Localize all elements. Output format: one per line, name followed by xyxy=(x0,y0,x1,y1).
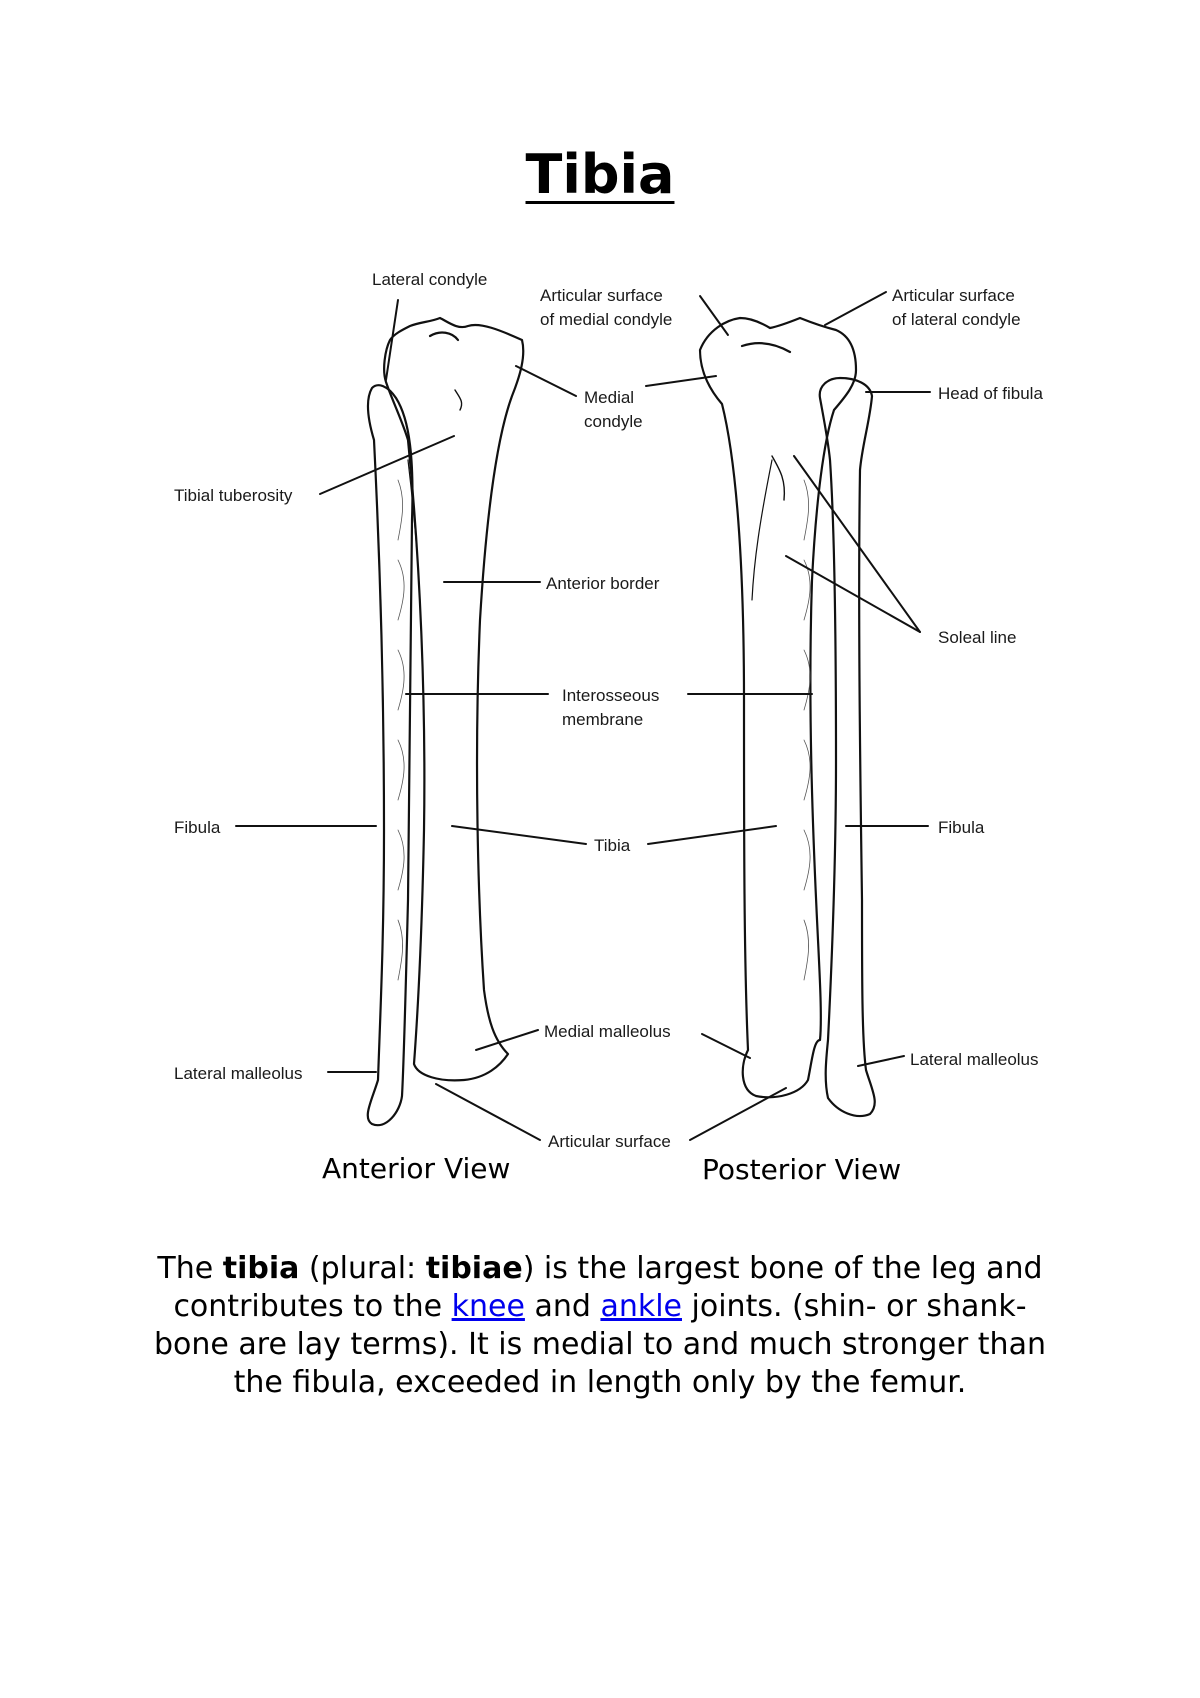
term-tibia: tibia xyxy=(222,1251,300,1286)
label-medial-condyle: Medial condyle xyxy=(584,388,643,431)
anterior-fibula xyxy=(366,384,414,1127)
paragraph-text: The xyxy=(157,1251,223,1286)
link-ankle[interactable]: ankle xyxy=(600,1289,682,1324)
label-lateral-malleolus-anterior: Lateral malleolus xyxy=(174,1064,303,1083)
label-fibula-anterior: Fibula xyxy=(174,818,221,837)
anterior-tibia xyxy=(383,316,525,1082)
caption-posterior-view: Posterior View xyxy=(702,1153,902,1186)
label-articular-surface-medial-condyle: Articular surface of medial condyle xyxy=(540,286,673,329)
paragraph-text: joints. (shin- or shank-bone are lay ter… xyxy=(154,1289,1046,1400)
paragraph-text: and xyxy=(524,1289,601,1324)
label-medial-malleolus: Medial malleolus xyxy=(544,1022,671,1041)
caption-anterior-view: Anterior View xyxy=(322,1152,511,1185)
term-tibiae: tibiae xyxy=(425,1251,523,1286)
label-tibial-tuberosity: Tibial tuberosity xyxy=(174,486,293,505)
posterior-fibula xyxy=(818,376,876,1118)
label-lateral-condyle: Lateral condyle xyxy=(372,270,488,289)
label-articular-surface-lateral-condyle: Articular surface of lateral condyle xyxy=(892,286,1021,329)
label-soleal-line: Soleal line xyxy=(938,628,1017,647)
link-knee[interactable]: knee xyxy=(451,1289,525,1324)
label-fibula-posterior: Fibula xyxy=(938,818,985,837)
label-lateral-malleolus-posterior: Lateral malleolus xyxy=(910,1050,1039,1069)
label-anterior-border: Anterior border xyxy=(546,574,660,593)
paragraph-text: (plural: xyxy=(299,1251,426,1286)
page-title: Tibia xyxy=(525,143,675,206)
paragraph-text: ) is the largest bone of the leg and con… xyxy=(173,1251,1043,1324)
posterior-tibia xyxy=(698,316,858,1099)
label-articular-surface: Articular surface xyxy=(548,1132,671,1151)
label-head-of-fibula: Head of fibula xyxy=(938,384,1043,403)
description-paragraph: The tibia (plural: tibiae) is the larges… xyxy=(140,1250,1060,1402)
label-interosseous-membrane: Interosseous membrane xyxy=(562,686,660,729)
label-tibia: Tibia xyxy=(594,836,631,855)
